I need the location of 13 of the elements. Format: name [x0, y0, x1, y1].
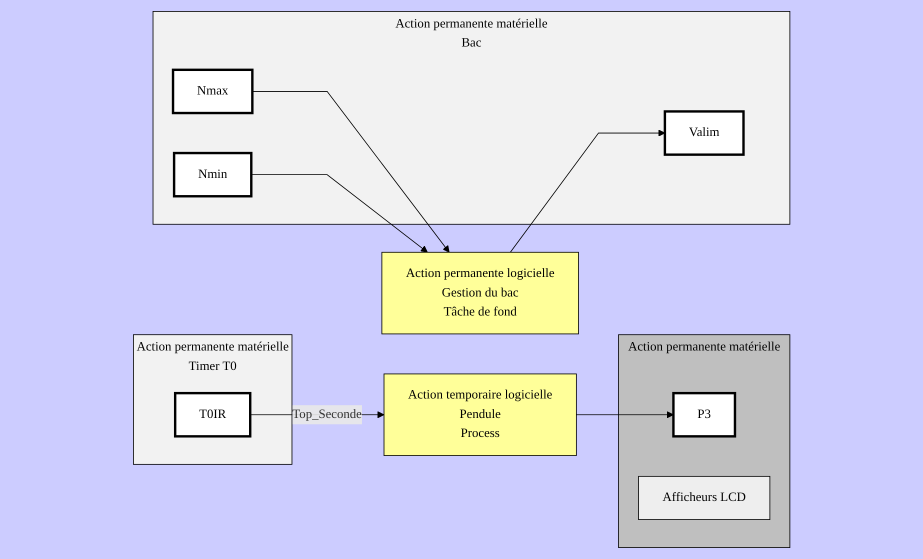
- arrow: [252, 91, 450, 253]
- node-box: Valim: [664, 110, 745, 156]
- node-box: Action permanente logicielle Gestion du bac Tâche de fond: [381, 252, 579, 334]
- node-box: T0IR: [174, 392, 252, 438]
- arrow: [576, 411, 674, 418]
- node-box: Nmin: [172, 152, 252, 198]
- node-box: P3: [672, 392, 736, 438]
- edge-label: Top_Seconde: [292, 408, 362, 422]
- node-box: Afficheurs LCD: [638, 476, 770, 520]
- node-box: Nmax: [172, 68, 254, 114]
- node-box: Action temporaire logicielle Pendule Process: [383, 374, 577, 456]
- arrow: [510, 130, 666, 253]
- arrow: [250, 174, 428, 253]
